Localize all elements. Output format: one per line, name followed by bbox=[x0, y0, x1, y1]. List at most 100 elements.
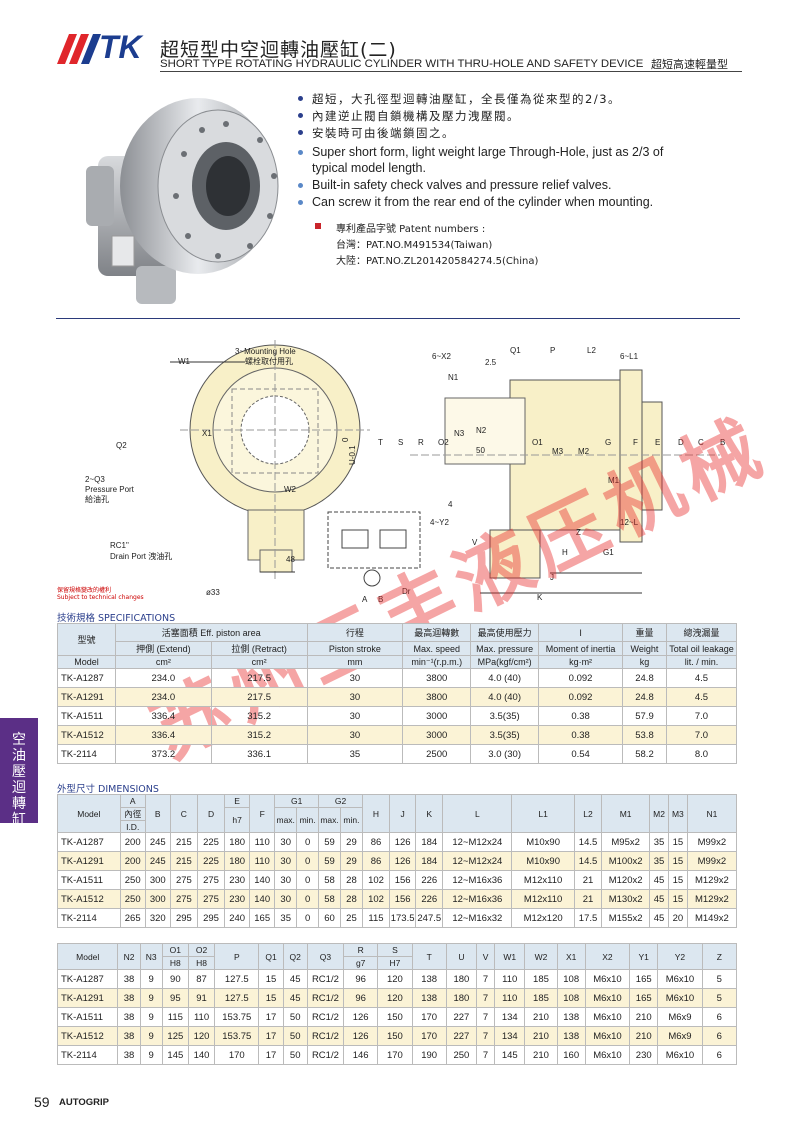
patent-china: 大陸：PAT.NO.ZL201420584274.5(China) bbox=[336, 256, 539, 267]
table-header-row: 內徑 h7 max. min. max. min. bbox=[58, 807, 737, 833]
table-cell: 250 bbox=[445, 1045, 478, 1065]
table-header: L bbox=[442, 794, 513, 833]
table-header: max. bbox=[318, 807, 341, 833]
table-cell: 227 bbox=[445, 1026, 478, 1046]
drawing-label: F bbox=[633, 438, 638, 447]
table-cell: M129x2 bbox=[686, 889, 738, 909]
drawing-label: S bbox=[398, 438, 403, 447]
table-cell: 3.0 (30) bbox=[470, 744, 540, 764]
brand-logo: TK bbox=[99, 29, 142, 65]
table-cell: 138 bbox=[411, 969, 447, 989]
table-header: Q1 bbox=[258, 943, 284, 970]
drawing-label: Q1 bbox=[510, 346, 521, 355]
table-cell: M6x10 bbox=[584, 1026, 631, 1046]
table-cell: 315.2 bbox=[210, 725, 308, 745]
model-cell: TK-2114 bbox=[57, 744, 116, 764]
table-cell: 20 bbox=[667, 908, 688, 928]
table-cell: 110 bbox=[249, 832, 276, 852]
table-cell: 30 bbox=[274, 889, 298, 909]
drawing-label: 3~Mounting Hole bbox=[235, 347, 296, 356]
table-cell: 3000 bbox=[402, 706, 472, 726]
table-cell: 138 bbox=[556, 1007, 586, 1027]
table-cell: 0.54 bbox=[538, 744, 624, 764]
table-cell: 126 bbox=[389, 851, 417, 871]
table-cell: 3800 bbox=[402, 668, 472, 688]
model-cell: TK-A1291 bbox=[57, 687, 116, 707]
table-cell: 6 bbox=[701, 1007, 738, 1027]
table-header: A bbox=[119, 794, 146, 808]
side-view-drawing bbox=[410, 369, 720, 594]
drawing-label: Drain Port 洩油孔 bbox=[110, 551, 172, 561]
table-cell: 234.0 bbox=[114, 668, 212, 688]
table-cell: 140 bbox=[249, 870, 276, 890]
table-cell: 215 bbox=[169, 832, 198, 852]
table-cell: 185 bbox=[524, 969, 558, 989]
table-cell: 165 bbox=[629, 969, 659, 989]
model-cell: TK-A1287 bbox=[57, 832, 121, 852]
table-cell: 21 bbox=[573, 870, 603, 890]
drawing-label: Z bbox=[576, 528, 581, 537]
table-cell: 5 bbox=[701, 969, 738, 989]
table-cell: 45 bbox=[282, 988, 308, 1008]
table-cell: 60 bbox=[318, 908, 341, 928]
drawing-label: 6~X2 bbox=[432, 352, 451, 361]
table-cell: 250 bbox=[119, 889, 146, 909]
table-header: lit. / min. bbox=[665, 655, 738, 669]
table-header: mm bbox=[306, 655, 404, 669]
drawing-label: R bbox=[418, 438, 424, 447]
drawing-label: M3 bbox=[552, 447, 564, 456]
model-cell: TK-A1511 bbox=[57, 706, 116, 726]
table-cell: 90 bbox=[161, 969, 189, 989]
drawing-label: 48 bbox=[286, 555, 295, 564]
table-cell: 24.8 bbox=[622, 668, 667, 688]
table-header: H7 bbox=[377, 956, 413, 970]
table-cell: M6x10 bbox=[584, 969, 631, 989]
table-cell: 226 bbox=[415, 889, 444, 909]
table-cell: 120 bbox=[187, 1026, 216, 1046]
table-header: H8 bbox=[187, 956, 216, 970]
table-cell: 38 bbox=[117, 988, 141, 1008]
table-cell: 38 bbox=[117, 969, 141, 989]
table-cell: 184 bbox=[415, 851, 444, 871]
table-cell: 58 bbox=[318, 870, 341, 890]
table-cell: M95x2 bbox=[601, 832, 651, 852]
table-cell: M12x110 bbox=[511, 870, 575, 890]
table-cell: 25 bbox=[340, 908, 363, 928]
table-cell: 28 bbox=[340, 889, 363, 909]
table-cell: 15 bbox=[667, 851, 688, 871]
table-cell: 110 bbox=[249, 851, 276, 871]
table-header: Piston stroke bbox=[306, 641, 404, 656]
table-header: 拉側 (Retract) bbox=[210, 641, 308, 656]
table-header: Y2 bbox=[657, 943, 703, 970]
table-cell: 180 bbox=[445, 988, 478, 1008]
drawing-label: A bbox=[362, 595, 368, 604]
table-cell: 120 bbox=[377, 969, 413, 989]
drawing-label: X1 bbox=[202, 429, 212, 438]
table-cell: 6 bbox=[701, 1045, 738, 1065]
table-cell: 6 bbox=[701, 1026, 738, 1046]
table-header-row: 型號 活塞面積 Eff. piston area 行程 最高迴轉數 最高使用壓力… bbox=[57, 623, 738, 656]
table-cell: 156 bbox=[389, 889, 417, 909]
table-cell: 7.0 bbox=[665, 706, 738, 726]
drawing-label: O1 bbox=[532, 438, 543, 447]
table-header: I bbox=[538, 623, 624, 642]
table-cell: 250 bbox=[119, 870, 146, 890]
table-cell: RC1/2 bbox=[306, 988, 345, 1008]
bullet-icon bbox=[298, 130, 303, 135]
table-cell: 200 bbox=[119, 832, 146, 852]
drawing-label: K bbox=[537, 593, 543, 602]
table-cell: 58.2 bbox=[622, 744, 667, 764]
table-header: W1 bbox=[494, 943, 526, 970]
table-cell: M12x110 bbox=[511, 889, 575, 909]
table-cell: 134 bbox=[494, 1007, 526, 1027]
bullet-icon bbox=[298, 150, 303, 155]
table-cell: 336.4 bbox=[114, 706, 212, 726]
table-cell: M10x90 bbox=[511, 851, 575, 871]
table-cell: 50 bbox=[282, 1045, 308, 1065]
table-header: Model bbox=[56, 943, 119, 970]
